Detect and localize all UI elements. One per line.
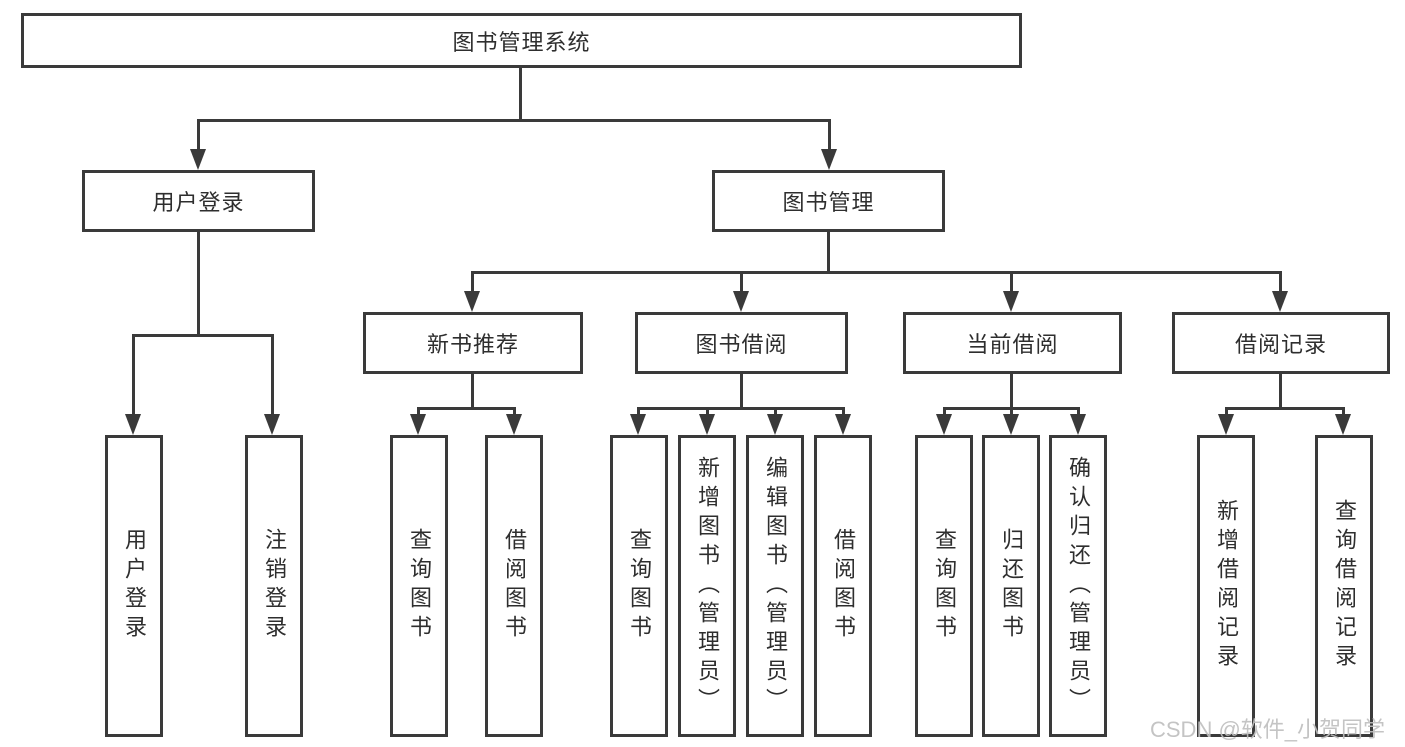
arrow-down-icon bbox=[821, 149, 837, 170]
arrow-down-icon bbox=[699, 414, 715, 435]
arrow-down-icon bbox=[1003, 414, 1019, 435]
node-label: 查询图书 bbox=[932, 528, 957, 644]
arrow-down-icon bbox=[410, 414, 426, 435]
connector-line bbox=[471, 374, 474, 410]
leaf-user-login: 用户登录 bbox=[105, 435, 163, 737]
node-root-library-system: 图书管理系统 bbox=[21, 13, 1022, 68]
connector-line bbox=[417, 407, 516, 410]
node-label: 借阅图书 bbox=[831, 528, 856, 644]
connector-line bbox=[637, 407, 640, 417]
connector-line bbox=[827, 232, 830, 274]
node-label: 查询图书 bbox=[407, 528, 432, 644]
connector-line bbox=[1225, 407, 1344, 410]
arrow-down-icon bbox=[630, 414, 646, 435]
node-borrow-records: 借阅记录 bbox=[1172, 312, 1390, 374]
connector-line bbox=[740, 374, 743, 410]
connector-line bbox=[1279, 271, 1282, 292]
node-label: 新书推荐 bbox=[426, 332, 519, 357]
connector-line bbox=[1279, 374, 1282, 410]
node-label: 图书管理 bbox=[782, 190, 875, 215]
arrow-down-icon bbox=[125, 414, 141, 435]
arrow-down-icon bbox=[1218, 414, 1234, 435]
node-label: 用户登录 bbox=[152, 190, 245, 215]
node-label: 确认归还（管理员） bbox=[1066, 455, 1091, 717]
arrow-down-icon bbox=[733, 291, 749, 312]
node-label: 借阅图书 bbox=[502, 528, 527, 644]
connector-line bbox=[774, 407, 777, 417]
node-book-borrow: 图书借阅 bbox=[635, 312, 848, 374]
leaf-query-books-current: 查询图书 bbox=[915, 435, 973, 737]
connector-line bbox=[943, 407, 946, 417]
node-label: 图书借阅 bbox=[695, 332, 788, 357]
connector-line bbox=[132, 334, 135, 415]
node-label: 当前借阅 bbox=[966, 332, 1059, 357]
node-label: 借阅记录 bbox=[1234, 332, 1327, 357]
arrow-down-icon bbox=[464, 291, 480, 312]
node-user-login: 用户登录 bbox=[82, 170, 315, 232]
connector-line bbox=[197, 232, 200, 337]
connector-line bbox=[828, 119, 831, 150]
node-label: 新增借阅记录 bbox=[1214, 499, 1239, 673]
connector-line bbox=[1077, 407, 1080, 417]
node-label: 图书管理系统 bbox=[452, 29, 591, 55]
connector-line bbox=[417, 407, 420, 417]
connector-line bbox=[519, 68, 522, 120]
leaf-query-books-borrow: 查询图书 bbox=[610, 435, 668, 737]
arrow-down-icon bbox=[190, 149, 206, 170]
connector-line bbox=[197, 119, 200, 150]
connector-line bbox=[637, 407, 845, 410]
arrow-down-icon bbox=[1272, 291, 1288, 312]
node-label: 编辑图书（管理员） bbox=[763, 455, 788, 717]
connector-line bbox=[1225, 407, 1228, 417]
connector-line bbox=[471, 271, 474, 292]
arrow-down-icon bbox=[506, 414, 522, 435]
leaf-return-books: 归还图书 bbox=[982, 435, 1040, 737]
node-book-management: 图书管理 bbox=[712, 170, 945, 232]
node-new-book-recommend: 新书推荐 bbox=[363, 312, 583, 374]
leaf-confirm-return-admin: 确认归还（管理员） bbox=[1049, 435, 1107, 737]
connector-line bbox=[1010, 407, 1013, 417]
arrow-down-icon bbox=[264, 414, 280, 435]
leaf-query-borrow-record: 查询借阅记录 bbox=[1315, 435, 1373, 737]
leaf-add-borrow-record: 新增借阅记录 bbox=[1197, 435, 1255, 737]
arrow-down-icon bbox=[1335, 414, 1351, 435]
arrow-down-icon bbox=[936, 414, 952, 435]
connector-line bbox=[197, 119, 831, 122]
leaf-logout: 注销登录 bbox=[245, 435, 303, 737]
node-label: 用户登录 bbox=[122, 528, 147, 644]
csdn-watermark: CSDN @软件_小贺同学 bbox=[1150, 717, 1386, 742]
node-label: 归还图书 bbox=[999, 528, 1024, 644]
arrow-down-icon bbox=[835, 414, 851, 435]
arrow-down-icon bbox=[1070, 414, 1086, 435]
node-label: 新增图书（管理员） bbox=[695, 455, 720, 717]
connector-line bbox=[706, 407, 709, 417]
connector-line bbox=[1342, 407, 1345, 417]
connector-line bbox=[1010, 271, 1013, 292]
arrow-down-icon bbox=[767, 414, 783, 435]
leaf-borrow-books-recommend: 借阅图书 bbox=[485, 435, 543, 737]
leaf-add-books-admin: 新增图书（管理员） bbox=[678, 435, 736, 737]
node-current-borrow: 当前借阅 bbox=[903, 312, 1122, 374]
arrow-down-icon bbox=[1003, 291, 1019, 312]
connector-line bbox=[1010, 374, 1013, 410]
leaf-edit-books-admin: 编辑图书（管理员） bbox=[746, 435, 804, 737]
connector-line bbox=[271, 334, 274, 415]
leaf-query-books-recommend: 查询图书 bbox=[390, 435, 448, 737]
node-label: 查询图书 bbox=[627, 528, 652, 644]
leaf-borrow-books: 借阅图书 bbox=[814, 435, 872, 737]
connector-line bbox=[740, 271, 743, 292]
connector-line bbox=[842, 407, 845, 417]
node-label: 注销登录 bbox=[262, 528, 287, 644]
connector-line bbox=[471, 271, 1281, 274]
node-label: 查询借阅记录 bbox=[1332, 499, 1357, 673]
connector-line bbox=[513, 407, 516, 417]
connector-line bbox=[132, 334, 274, 337]
